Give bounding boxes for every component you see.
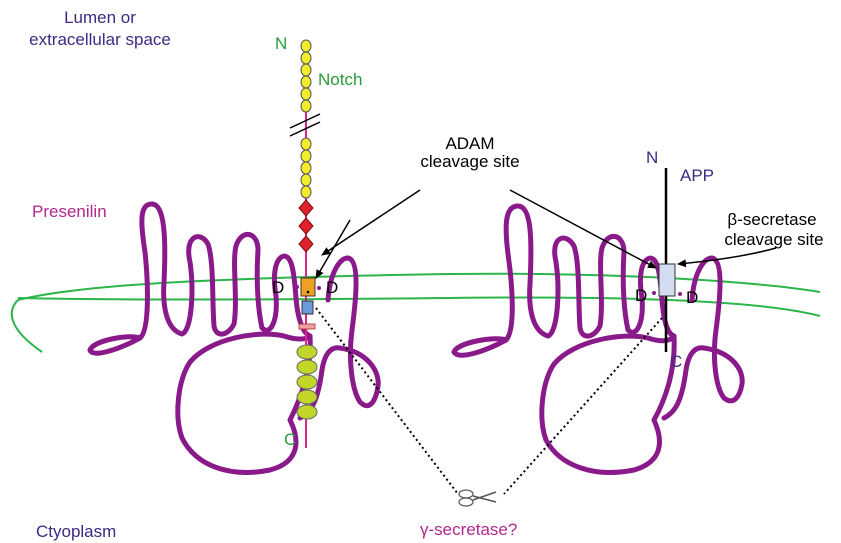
beta-arrow-app — [678, 248, 776, 264]
lnr-repeat — [299, 236, 313, 252]
presenilin-right-bottom-loop — [542, 336, 674, 472]
ank-repeat — [297, 360, 317, 374]
aspartate-label: D — [272, 278, 284, 298]
aspartate-label: D — [686, 288, 698, 308]
ank-repeat — [297, 405, 317, 419]
adam-arrow-notch — [322, 190, 420, 255]
egf-repeat — [301, 186, 311, 198]
adam-label-line1: ADAM — [420, 134, 520, 154]
cytoplasm-label: Ctyoplasm — [36, 522, 116, 542]
annotation-arrows — [316, 190, 776, 278]
notch-lnr-repeats — [299, 200, 313, 252]
egf-repeat — [301, 174, 311, 186]
notch-small-bar — [299, 324, 315, 329]
presenilin-label: Presenilin — [32, 202, 107, 222]
egf-repeat — [301, 138, 311, 150]
membrane-outer-line — [18, 274, 820, 300]
beta-secretase-label-line2: cleavage site — [714, 230, 834, 250]
s3-site-box — [302, 301, 313, 314]
membrane-curl — [12, 300, 42, 352]
gamma-line-notch — [316, 308, 458, 494]
lumen-label-line1: Lumen or — [60, 8, 140, 28]
presenilin-right — [454, 206, 742, 472]
egf-repeat — [301, 100, 311, 112]
beta-site-box — [659, 264, 675, 296]
app-c-terminus-label: C — [670, 352, 682, 372]
aspartate-dot — [652, 291, 656, 295]
ank-repeat — [297, 375, 317, 389]
gamma-secretase-label: γ-secretase? — [420, 520, 517, 540]
membrane-inner-line — [18, 298, 820, 316]
presenilin-left-bottom-loop — [178, 334, 310, 472]
egf-repeat — [301, 88, 311, 100]
lnr-repeat — [299, 218, 313, 234]
egf-repeat — [301, 64, 311, 76]
aspartate-dot — [317, 286, 321, 290]
notch-label: Notch — [318, 70, 362, 90]
adam-site-dot — [307, 291, 310, 294]
notch-n-terminus-label: N — [275, 34, 287, 54]
app-n-terminus-label: N — [646, 148, 658, 168]
aspartate-label: D — [326, 278, 338, 298]
notch-receptor — [290, 40, 321, 448]
egf-repeat — [301, 40, 311, 52]
notch-ankyrin-repeats — [297, 345, 317, 419]
egf-repeat — [301, 52, 311, 64]
notch-c-terminus-label: C — [284, 430, 296, 450]
scissors-icon — [459, 490, 496, 506]
egf-repeat — [301, 76, 311, 88]
ank-repeat — [297, 345, 317, 359]
egf-repeat — [301, 150, 311, 162]
lumen-label-line2: extracellular space — [20, 30, 180, 50]
beta-secretase-label-line1: β-secretase — [712, 210, 832, 230]
notch-egf-repeats-upper — [301, 40, 311, 112]
lnr-repeat — [299, 200, 313, 216]
app-label: APP — [680, 166, 714, 186]
presenilin-right-loops — [454, 206, 674, 352]
egf-repeat — [301, 162, 311, 174]
notch-egf-repeats-lower — [301, 138, 311, 198]
aspartate-dot — [678, 292, 682, 296]
adam-label-line2: cleavage site — [410, 152, 530, 172]
aspartate-label: D — [635, 286, 647, 306]
ank-repeat — [297, 390, 317, 404]
aspartate-dot — [295, 285, 299, 289]
